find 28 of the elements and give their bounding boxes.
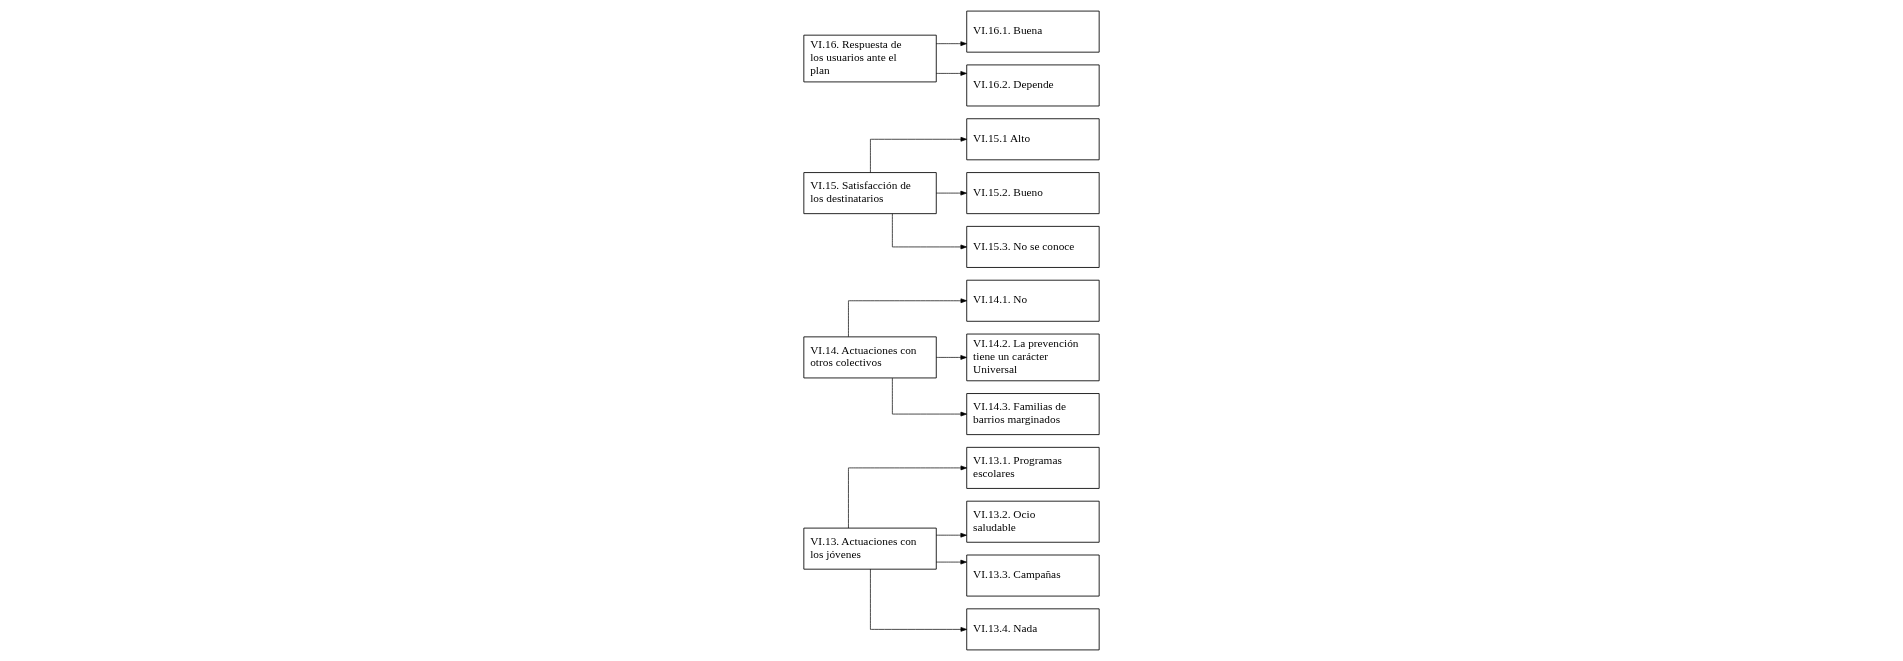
node-box: VI.13.1. Programas escolares xyxy=(966,446,1100,489)
arrow xyxy=(935,559,967,565)
node-box: VI.13.3. Campañas xyxy=(966,554,1100,597)
arrow xyxy=(892,377,967,417)
arrow xyxy=(892,213,967,250)
node-box: VI.15. Satisfacción de los destinatarios xyxy=(803,172,937,215)
node-box: VI.15.2. Bueno xyxy=(966,172,1100,215)
node-box: VI.13.2. Ocio saludable xyxy=(966,500,1100,543)
arrow xyxy=(935,41,967,46)
node-box: VI.14.2. La prevención tiene un carácter Universal xyxy=(966,333,1100,382)
node-box: VI.13.4. Nada xyxy=(966,608,1100,651)
arrow xyxy=(935,532,967,538)
node-box: VI.13. Actuaciones con los jóvenes xyxy=(803,527,937,570)
arrow xyxy=(935,71,967,76)
arrow xyxy=(870,136,967,173)
node-box: VI.14.3. Familias de barrios marginados xyxy=(966,393,1100,436)
arrow xyxy=(848,465,967,529)
arrow xyxy=(935,355,967,360)
node-box: VI.15.1 Alto xyxy=(966,118,1100,161)
node-box: VI.14.1. No xyxy=(966,279,1100,322)
arrow xyxy=(870,568,967,632)
node-box: VI.16.1. Buena xyxy=(966,10,1100,53)
node-box: VI.16. Respuesta de los usuarios ante el plan xyxy=(803,34,937,83)
node-box: VI.16.2. Depende xyxy=(966,64,1100,107)
arrow xyxy=(848,298,967,337)
node-box: VI.15.3. No se conoce xyxy=(966,225,1100,268)
node-box: VI.14. Actuaciones con otros colectivos xyxy=(803,336,937,379)
arrow xyxy=(935,190,967,196)
